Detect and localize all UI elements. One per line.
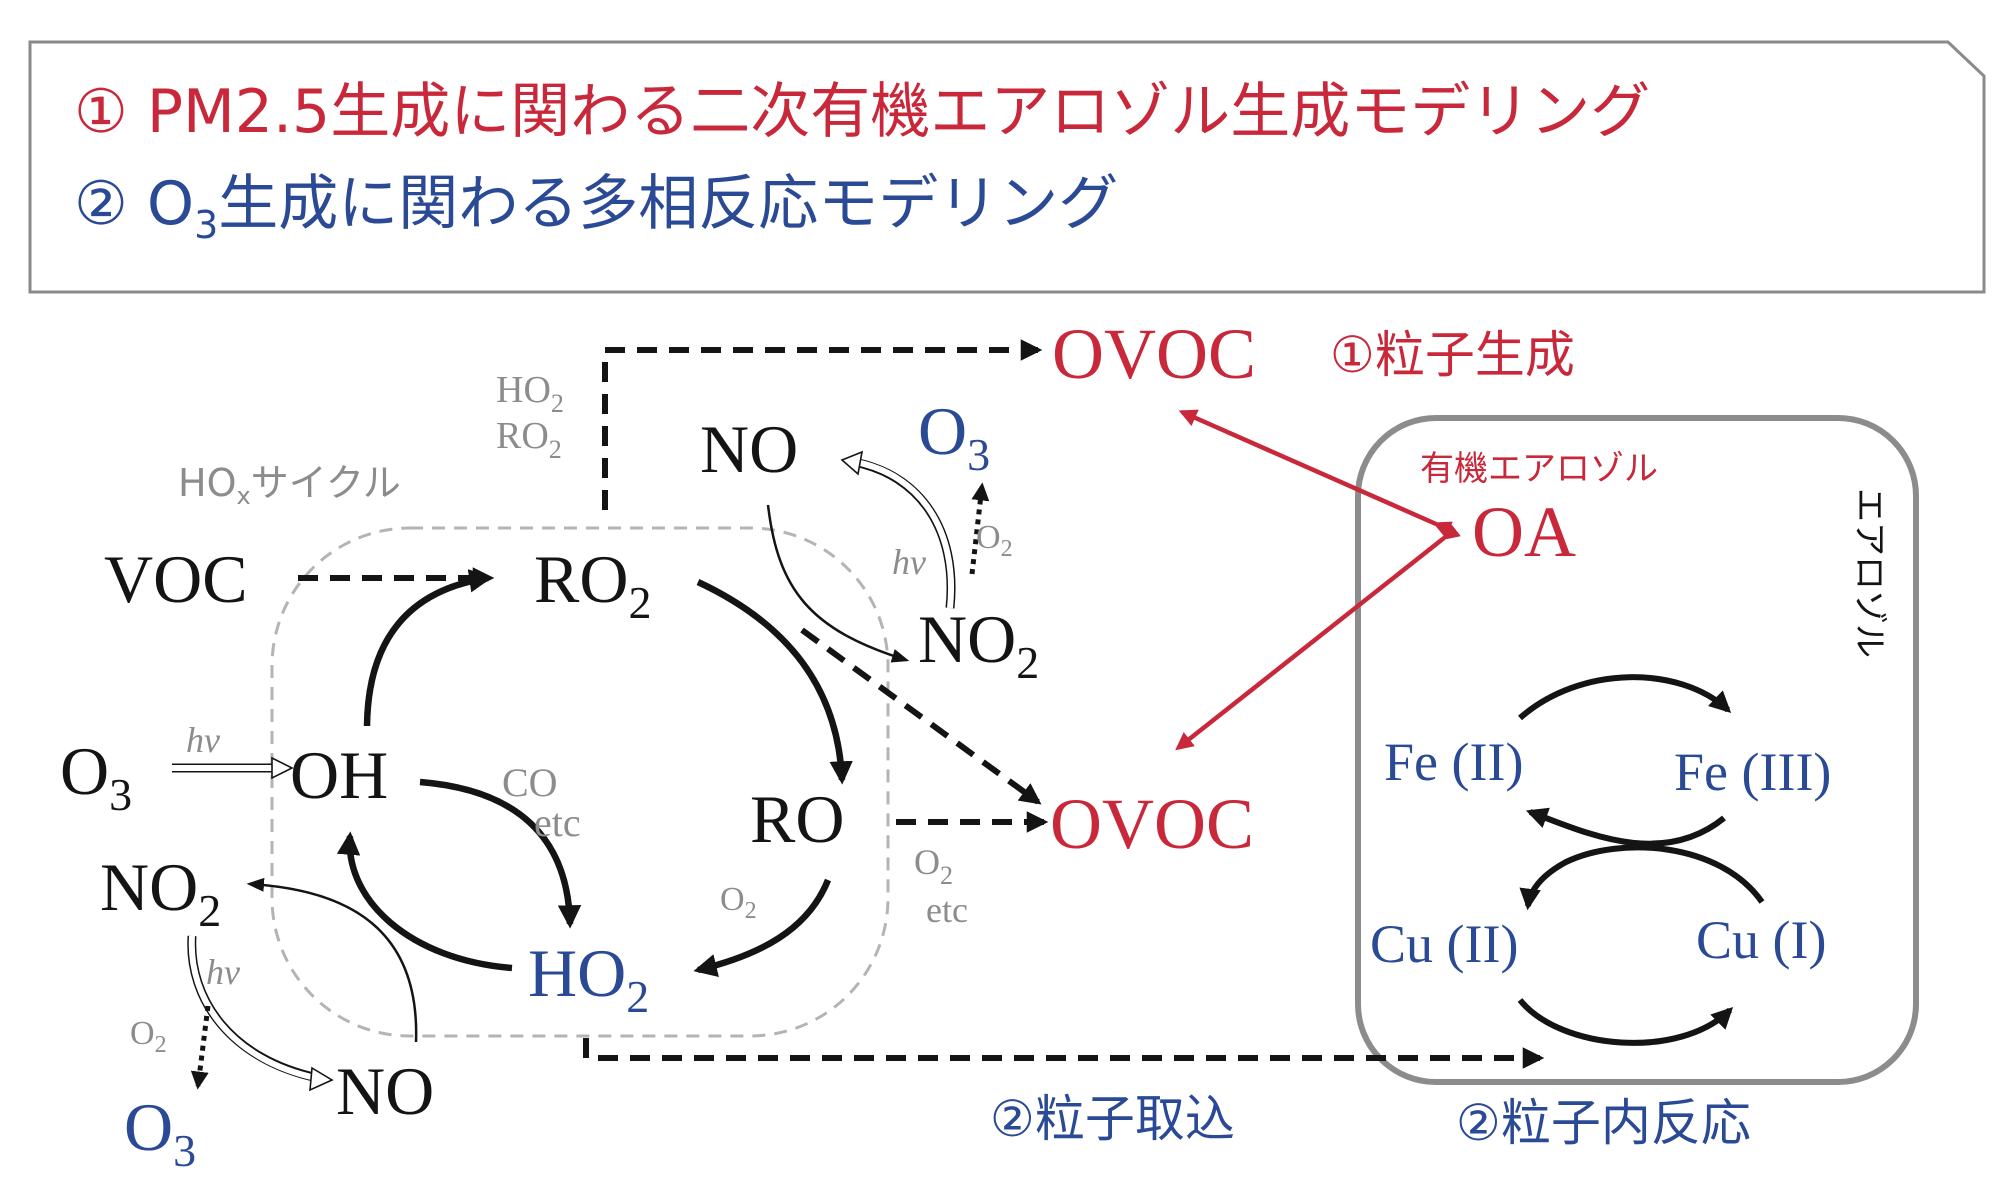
no-top-label: NO xyxy=(700,411,798,487)
ro2-label: RO2 xyxy=(534,541,651,628)
oa-description-label: 有機エアロゾル xyxy=(1420,449,1658,489)
hv-label-no2-left: hv xyxy=(206,952,240,992)
ro-to-ho2-arrow xyxy=(693,878,832,977)
o3-bottom-label: O3 xyxy=(124,1089,196,1176)
aerosol-box-label: エアロゾル xyxy=(1849,488,1889,658)
ho2-to-oh-arrow xyxy=(336,831,513,972)
fe2-label: Fe (II) xyxy=(1384,732,1523,792)
o2-label-bottom: O2 xyxy=(130,1015,167,1058)
no2-left-label: NO2 xyxy=(100,849,221,936)
o3-left-label: O3 xyxy=(60,733,132,820)
oh-to-ro2-arrow xyxy=(363,569,493,727)
o-to-o3-top-arrow xyxy=(969,482,990,575)
o3-top-label: O3 xyxy=(918,393,990,480)
ho2-uptake-arrow xyxy=(583,1038,1545,1069)
red-arrows xyxy=(1175,409,1461,751)
redox-arrows xyxy=(1517,674,1765,1046)
cu1-to-cu2-arrow xyxy=(1519,844,1765,911)
o-to-o3-bottom-arrow xyxy=(190,1005,211,1090)
oh-to-ho2-arrow xyxy=(419,778,582,929)
ro2-small-label: RO2 xyxy=(496,415,562,464)
fe3-label: Fe (III) xyxy=(1674,742,1831,802)
ro2-to-ovoc-top-arrow xyxy=(602,339,1043,510)
hv-label-no2-top: hv xyxy=(892,542,926,582)
in-particle-reaction-label: ②粒子内反応 xyxy=(1456,1094,1751,1152)
hv-label-o3: hv xyxy=(186,720,220,760)
ovoc-top-label: OVOC xyxy=(1052,314,1256,394)
header-line-2: ② O3生成に関わる多相反応モデリング xyxy=(74,169,1118,247)
oh-label: OH xyxy=(290,737,388,813)
ovoc-mid-label: OVOC xyxy=(1050,784,1254,864)
ro2-to-ovoc-mid-arrow xyxy=(800,627,1042,805)
ro2-to-ro-arrow xyxy=(696,579,853,785)
etc-label-co: etc xyxy=(534,800,581,845)
photolysis-arrows xyxy=(172,450,956,1092)
no-to-no2-left-curve xyxy=(246,877,418,1043)
no2-top-label: NO2 xyxy=(918,601,1039,688)
header-line-1: ① PM2.5生成に関わる二次有機エアロゾル生成モデリング xyxy=(74,77,1650,147)
no-to-no2-top-curve xyxy=(766,504,910,663)
ho2-label: HO2 xyxy=(528,935,649,1022)
ho2-small-label: HO2 xyxy=(496,369,564,418)
particle-uptake-label: ②粒子取込 xyxy=(990,1090,1235,1148)
ro-label: RO xyxy=(750,781,844,857)
cu2-label: Cu (II) xyxy=(1370,914,1518,974)
dotted-arrows xyxy=(190,482,990,1090)
no2-to-no-left-arrowhead xyxy=(309,1066,334,1092)
no-conversion-curves xyxy=(246,504,910,1043)
cycle-arrows xyxy=(336,569,853,977)
o3-to-oh-arrowhead xyxy=(271,756,294,780)
oa-ovoc-mid-arrow xyxy=(1175,522,1461,751)
hox-cycle-label: HOxサイクル xyxy=(178,461,401,510)
oa-label: OA xyxy=(1472,492,1576,572)
voc-label: VOC xyxy=(104,541,248,617)
header-box xyxy=(28,40,1986,294)
dashed-arrows xyxy=(298,339,1545,1069)
o2-label-top: O2 xyxy=(976,519,1013,562)
cu2-to-cu1-arrow xyxy=(1517,998,1734,1046)
no-bottom-label: NO xyxy=(336,1053,434,1129)
particle-formation-label: ①粒子生成 xyxy=(1330,326,1575,384)
o2-label-ro: O2 xyxy=(720,881,757,924)
fe2-to-fe3-arrow xyxy=(1518,674,1732,721)
fe3-to-fe2-arrow xyxy=(1525,807,1726,847)
hox-cycle-region xyxy=(270,526,890,1038)
o2-label-ovoc: O2 xyxy=(914,842,953,890)
no2-to-no-top-arrowhead xyxy=(840,450,864,476)
cu1-label: Cu (I) xyxy=(1696,910,1826,970)
etc-label-ovoc: etc xyxy=(926,890,968,930)
co-label: CO xyxy=(502,760,558,805)
oa-ovoc-top-arrow xyxy=(1178,409,1453,539)
